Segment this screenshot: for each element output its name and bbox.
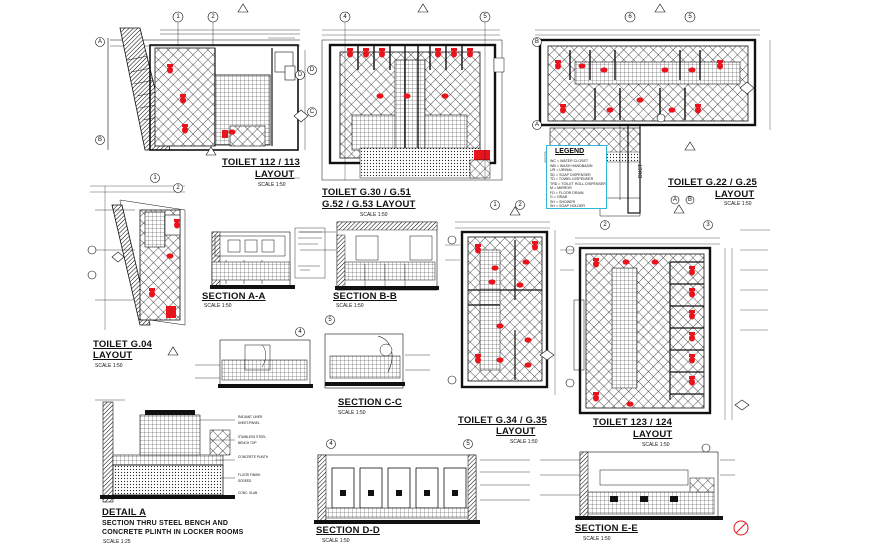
legend-title: LEGEND xyxy=(555,148,585,155)
grid-bubble: 4 xyxy=(298,329,302,335)
grid-bubble: 2 xyxy=(603,222,607,228)
subtitle-toilet-123-124: LAYOUT xyxy=(633,429,673,440)
svg-text:FLOOR FINISH: FLOOR FINISH xyxy=(238,473,261,477)
grid-bubble: 5 xyxy=(483,14,487,20)
grid-bubble: 5 xyxy=(328,317,332,323)
elevation-section-d-d xyxy=(314,439,530,524)
scale-section-b-b: SCALE 1:50 xyxy=(336,303,364,309)
plan-toilet-g22-g25 xyxy=(532,3,771,217)
grid-bubble: 2 xyxy=(176,185,180,191)
legend-item: TD = TOWEL DISPENSER xyxy=(550,177,594,181)
scale-toilet-g34: SCALE 1:50 xyxy=(510,439,538,445)
plan-toilet-g34-g35 xyxy=(447,200,556,395)
svg-text:BENCH TOP: BENCH TOP xyxy=(238,441,256,445)
grid-bubble: 4 xyxy=(329,441,333,447)
grid-bubble: 3 xyxy=(706,222,710,228)
grid-bubble: B xyxy=(97,137,102,143)
svg-text:STAINLESS STEEL: STAINLESS STEEL xyxy=(238,435,267,439)
legend-item: SD = SOAP DISPENSER xyxy=(550,172,591,177)
legend-item: G = GRAB xyxy=(550,195,568,199)
detail-a-drawing: RADIANT LINER SHEET/PANEL STAINLESS STEEL… xyxy=(95,399,269,503)
scale-detail-a: SCALE 1:25 xyxy=(103,539,131,545)
title-toilet-g52-g53: G.52 / G.53 LAYOUT xyxy=(322,199,416,210)
grid-bubble: 6 xyxy=(628,14,632,20)
elevation-section-c-c xyxy=(195,315,430,389)
scale-section-d-d: SCALE 1:50 xyxy=(322,538,350,544)
plan-toilet-112-113 xyxy=(95,3,309,156)
svg-text:SHEET/PANEL: SHEET/PANEL xyxy=(238,421,260,425)
subtitle-toilet-g34-g35: LAYOUT xyxy=(496,426,536,437)
subtitle-toilet-g22-g25: LAYOUT xyxy=(715,189,755,200)
title-toilet-112-113: TOILET 112 / 113 xyxy=(222,157,301,168)
legend-item: UR = URINAL xyxy=(550,168,573,172)
legend-item: WB = WASH HANDBASIN xyxy=(550,163,593,168)
title-section-a-a: SECTION A-A xyxy=(202,291,266,302)
grid-bubble: D xyxy=(309,67,315,73)
elevation-section-a-a xyxy=(210,227,326,289)
svg-text:SCREED: SCREED xyxy=(238,479,252,483)
scale-toilet-123: SCALE 1:50 xyxy=(642,442,670,448)
title-toilet-g34-g35: TOILET G.34 / G.35 xyxy=(458,415,547,426)
elevation-section-e-e xyxy=(540,443,749,536)
scale-section-a-a: SCALE 1:50 xyxy=(204,303,232,309)
grid-bubble: 1 xyxy=(153,175,157,181)
detail-a-desc-line1: SECTION THRU STEEL BENCH AND xyxy=(102,520,229,527)
legend-item: M = MIRROR xyxy=(550,186,572,190)
grid-bubble: 1 xyxy=(176,14,180,20)
plan-toilet-123-124 xyxy=(565,204,750,420)
grid-bubble: B xyxy=(687,197,692,203)
scale-section-e-e: SCALE 1:50 xyxy=(583,536,611,542)
svg-text:CONCRETE PLINTH: CONCRETE PLINTH xyxy=(238,455,269,459)
grid-bubble: 1 xyxy=(493,202,497,208)
grid-bubble: 5 xyxy=(688,14,692,20)
legend-item: FD = FLOOR DRAIN xyxy=(550,190,584,195)
duct-label: DUCT xyxy=(637,164,644,178)
grid-bubble: 2 xyxy=(518,202,522,208)
legend-item: SH = SHOWER xyxy=(550,199,576,204)
legend-item: SH = SOAP HOLDER xyxy=(550,204,585,208)
grid-bubble: A xyxy=(534,122,539,128)
grid-bubble: 2 xyxy=(211,14,215,20)
annotation-notes xyxy=(268,37,770,331)
subtitle-toilet-112-113: LAYOUT xyxy=(255,169,295,180)
grid-bubble: 5 xyxy=(466,441,470,447)
svg-text:RADIANT LINER: RADIANT LINER xyxy=(238,415,263,419)
legend-item: WC = WATER CLOSET xyxy=(550,159,589,163)
title-detail-a: DETAIL A xyxy=(102,507,147,518)
title-toilet-123-124: TOILET 123 / 124 xyxy=(593,417,673,428)
title-section-e-e: SECTION E-E xyxy=(575,523,638,534)
grid-bubble: A xyxy=(97,39,102,45)
legend-item: TRD = TOILET ROLL DISPENSER xyxy=(550,181,606,186)
subtitle-toilet-g04: LAYOUT xyxy=(93,350,133,361)
title-section-d-d: SECTION D-D xyxy=(316,525,380,536)
grid-bubble: D xyxy=(297,72,303,78)
plan-toilet-g30-g51 xyxy=(307,3,505,181)
scale-toilet-g30: SCALE 1:50 xyxy=(360,212,388,218)
grid-bubble: B xyxy=(534,39,539,45)
grid-bubble: A xyxy=(672,197,677,203)
grid-bubble: C xyxy=(309,109,315,115)
legend-box: LEGEND WC = WATER CLOSET WB = WASH HANDB… xyxy=(546,145,607,209)
scale-toilet-g04: SCALE 1:50 xyxy=(95,363,123,369)
title-section-c-c: SECTION C-C xyxy=(338,397,402,408)
grid-bubble: 4 xyxy=(343,14,347,20)
scale-toilet-112-113: SCALE 1:50 xyxy=(258,182,286,188)
detail-a-desc-line2: CONCRETE PLINTH IN LOCKER ROOMS xyxy=(102,529,244,536)
title-toilet-g04: TOILET G.04 xyxy=(93,339,153,350)
scale-section-c-c: SCALE 1:50 xyxy=(338,410,366,416)
elevation-section-b-b xyxy=(300,221,439,291)
scale-toilet-g22: SCALE 1:50 xyxy=(724,201,752,207)
title-toilet-g22-g25: TOILET G.22 / G.25 xyxy=(668,177,757,188)
plan-toilet-g04 xyxy=(87,173,186,356)
svg-text:CONC. SLAB: CONC. SLAB xyxy=(238,491,257,495)
title-toilet-g30-g51: TOILET G.30 / G.51 xyxy=(322,187,411,198)
title-section-b-b: SECTION B-B xyxy=(333,291,397,302)
